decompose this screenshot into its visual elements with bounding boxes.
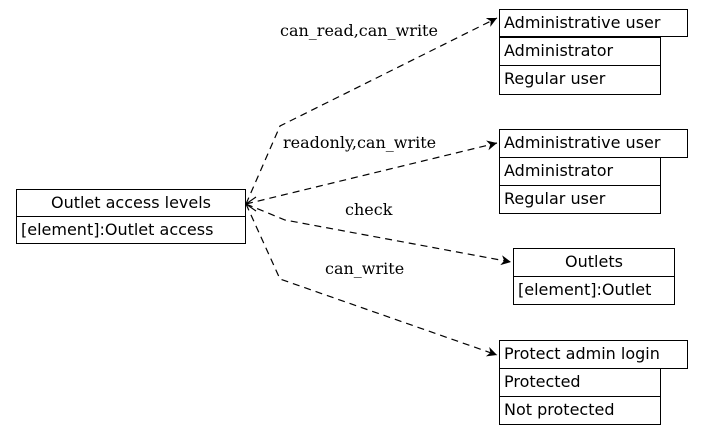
source-open-arrow [244, 196, 257, 212]
edge-label-3: check [345, 200, 393, 219]
target-node-3-attribute: [element]:Outlet [513, 276, 675, 305]
target-node-3-title: Outlets [513, 248, 675, 277]
edge-to-target-2 [245, 140, 498, 205]
edge-to-target-1 [245, 17, 498, 205]
edge-label-1: can_read,can_write [280, 21, 438, 40]
target-node-4-row: Protected [499, 368, 661, 397]
edge-to-target-4 [245, 203, 498, 357]
source-node-attribute: [element]:Outlet access [16, 216, 246, 244]
target-node-1-row: Administrator [499, 37, 661, 66]
edge-label-2: readonly,can_write [283, 133, 437, 152]
target-node-1-row: Regular user [499, 65, 661, 95]
source-node-title: Outlet access levels [16, 189, 246, 217]
target-node-4-row: Not protected [499, 396, 661, 425]
target-node-2-row: Administrator [499, 157, 661, 186]
target-node-4-title: Protect admin login [499, 340, 688, 369]
edge-label-4: can_write [325, 259, 405, 278]
target-node-2-row: Regular user [499, 185, 661, 214]
target-node-1-title: Administrative user [499, 9, 688, 37]
edge-to-target-3 [245, 203, 512, 266]
target-node-2-title: Administrative user [499, 129, 688, 158]
